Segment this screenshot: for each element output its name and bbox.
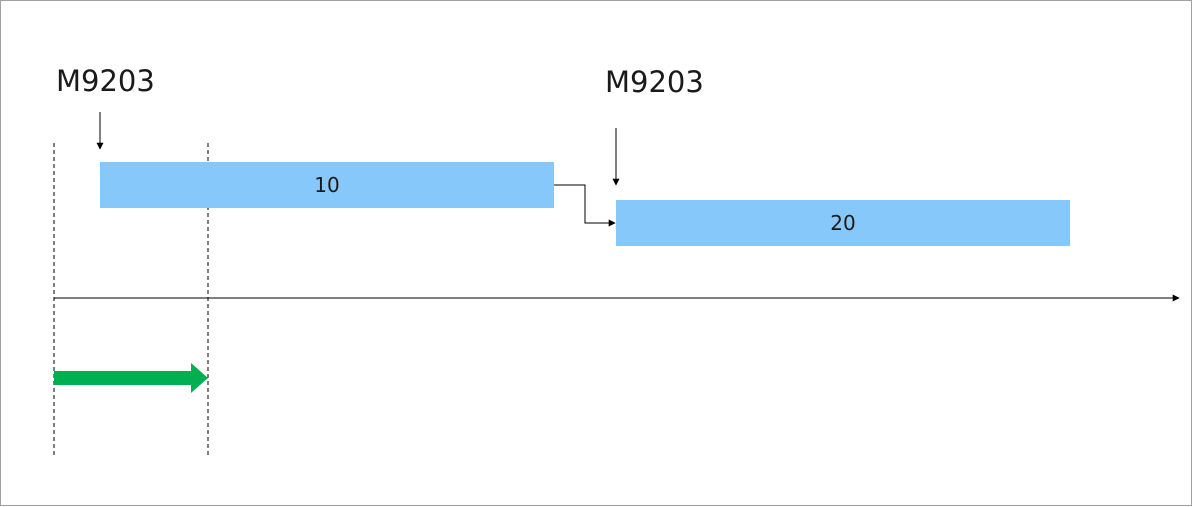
- second-marker-label: M9203: [605, 65, 704, 99]
- task-bar-10: 10: [100, 162, 554, 208]
- progress-arrow: [54, 363, 208, 393]
- task-bar-20: 20: [616, 200, 1070, 246]
- first-marker-label: M9203: [56, 64, 155, 98]
- dependency-connector: [554, 184, 616, 227]
- task-label-20: 20: [830, 211, 856, 235]
- task-label-10: 10: [314, 173, 340, 197]
